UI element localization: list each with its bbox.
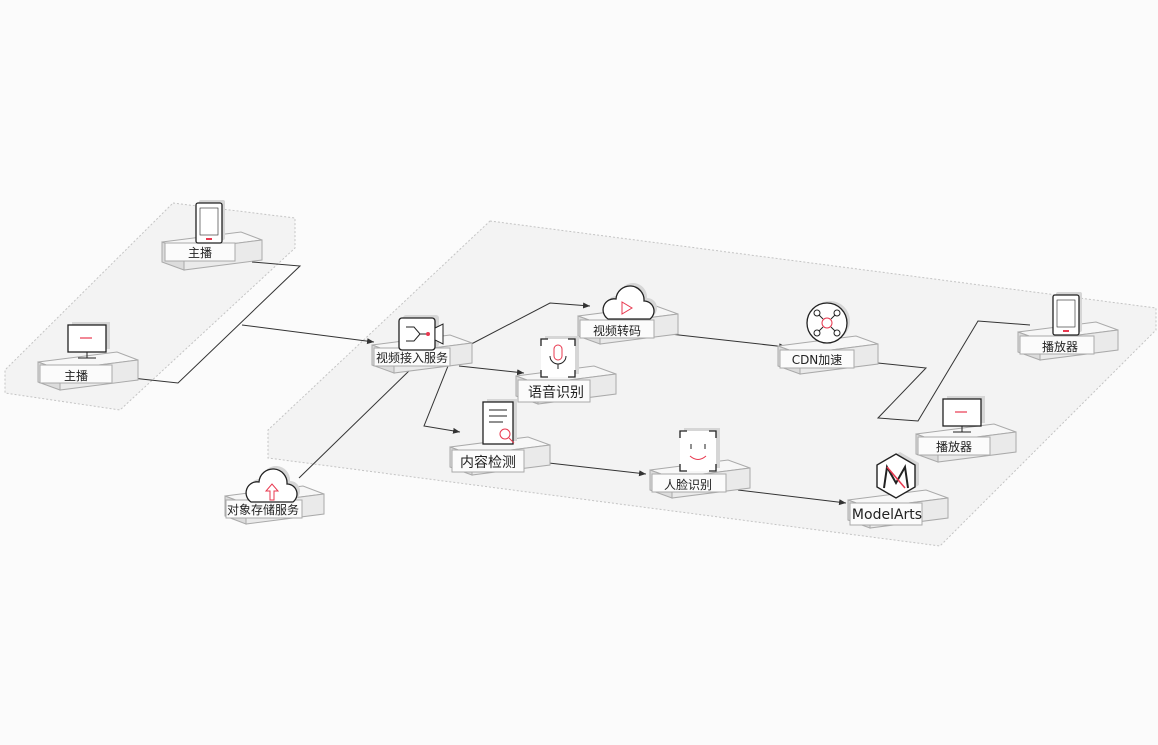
cloud-upload-icon [245, 465, 300, 503]
label-player-pc: 播放器 [936, 439, 972, 454]
label-face-recognition: 人脸识别 [664, 478, 712, 492]
microphone-icon [540, 336, 579, 378]
tablet-icon [1052, 292, 1082, 336]
connector-cdn [669, 333, 787, 350]
label-object-storage: 对象存储服务 [227, 502, 299, 517]
connector-storage [298, 367, 413, 479]
label-content-moderation: 内容检测 [460, 454, 516, 471]
connector-modelarts [737, 489, 847, 506]
video-ingest-icon [398, 315, 444, 351]
connectors [131, 261, 1031, 506]
label-video-ingest: 视频接入服务 [376, 350, 448, 365]
tablet-icon [195, 200, 225, 244]
label-modelarts: ModelArts [852, 507, 922, 523]
node-anchor-pc: 主播 [37, 322, 139, 391]
cloud-play-icon [602, 282, 657, 320]
cloud-zone [267, 220, 1157, 547]
node-modelarts: ModelArts [847, 452, 949, 529]
connector-anchor-mobile [131, 261, 302, 384]
label-cdn: CDN加速 [792, 353, 843, 367]
label-speech-recognition: 语音识别 [528, 384, 584, 401]
connector-transcoding [455, 302, 591, 353]
node-video-ingest: 视频接入服务 [371, 315, 473, 374]
node-speech-recognition: 语音识别 [515, 336, 617, 405]
connector-players [867, 320, 1031, 422]
node-cdn: CDN加速 [777, 301, 879, 375]
node-content-moderation: 内容检测 [449, 399, 551, 476]
network-hub-icon [806, 301, 850, 344]
node-object-storage: 对象存储服务 [224, 465, 325, 525]
label-player-mobile: 播放器 [1042, 339, 1078, 354]
monitor-icon [67, 322, 110, 359]
node-player-mobile: 播放器 [1017, 292, 1119, 361]
label-anchor-mobile: 主播 [188, 246, 212, 260]
node-anchor-mobile: 主播 [161, 200, 263, 271]
node-transcoding: 视频转码 [577, 282, 679, 345]
label-transcoding: 视频转码 [593, 323, 641, 338]
node-face-recognition: 人脸识别 [649, 428, 751, 499]
node-player-pc: 播放器 [915, 396, 1017, 463]
document-search-icon [482, 399, 517, 445]
connector-face [539, 461, 647, 477]
connector-content [423, 355, 461, 434]
connector-to-ingest [241, 324, 375, 345]
label-anchor-pc: 主播 [64, 369, 88, 383]
modelarts-logo-icon [876, 452, 919, 499]
monitor-icon [942, 396, 985, 433]
face-scan-icon [679, 428, 720, 472]
connector-speech [458, 365, 525, 376]
